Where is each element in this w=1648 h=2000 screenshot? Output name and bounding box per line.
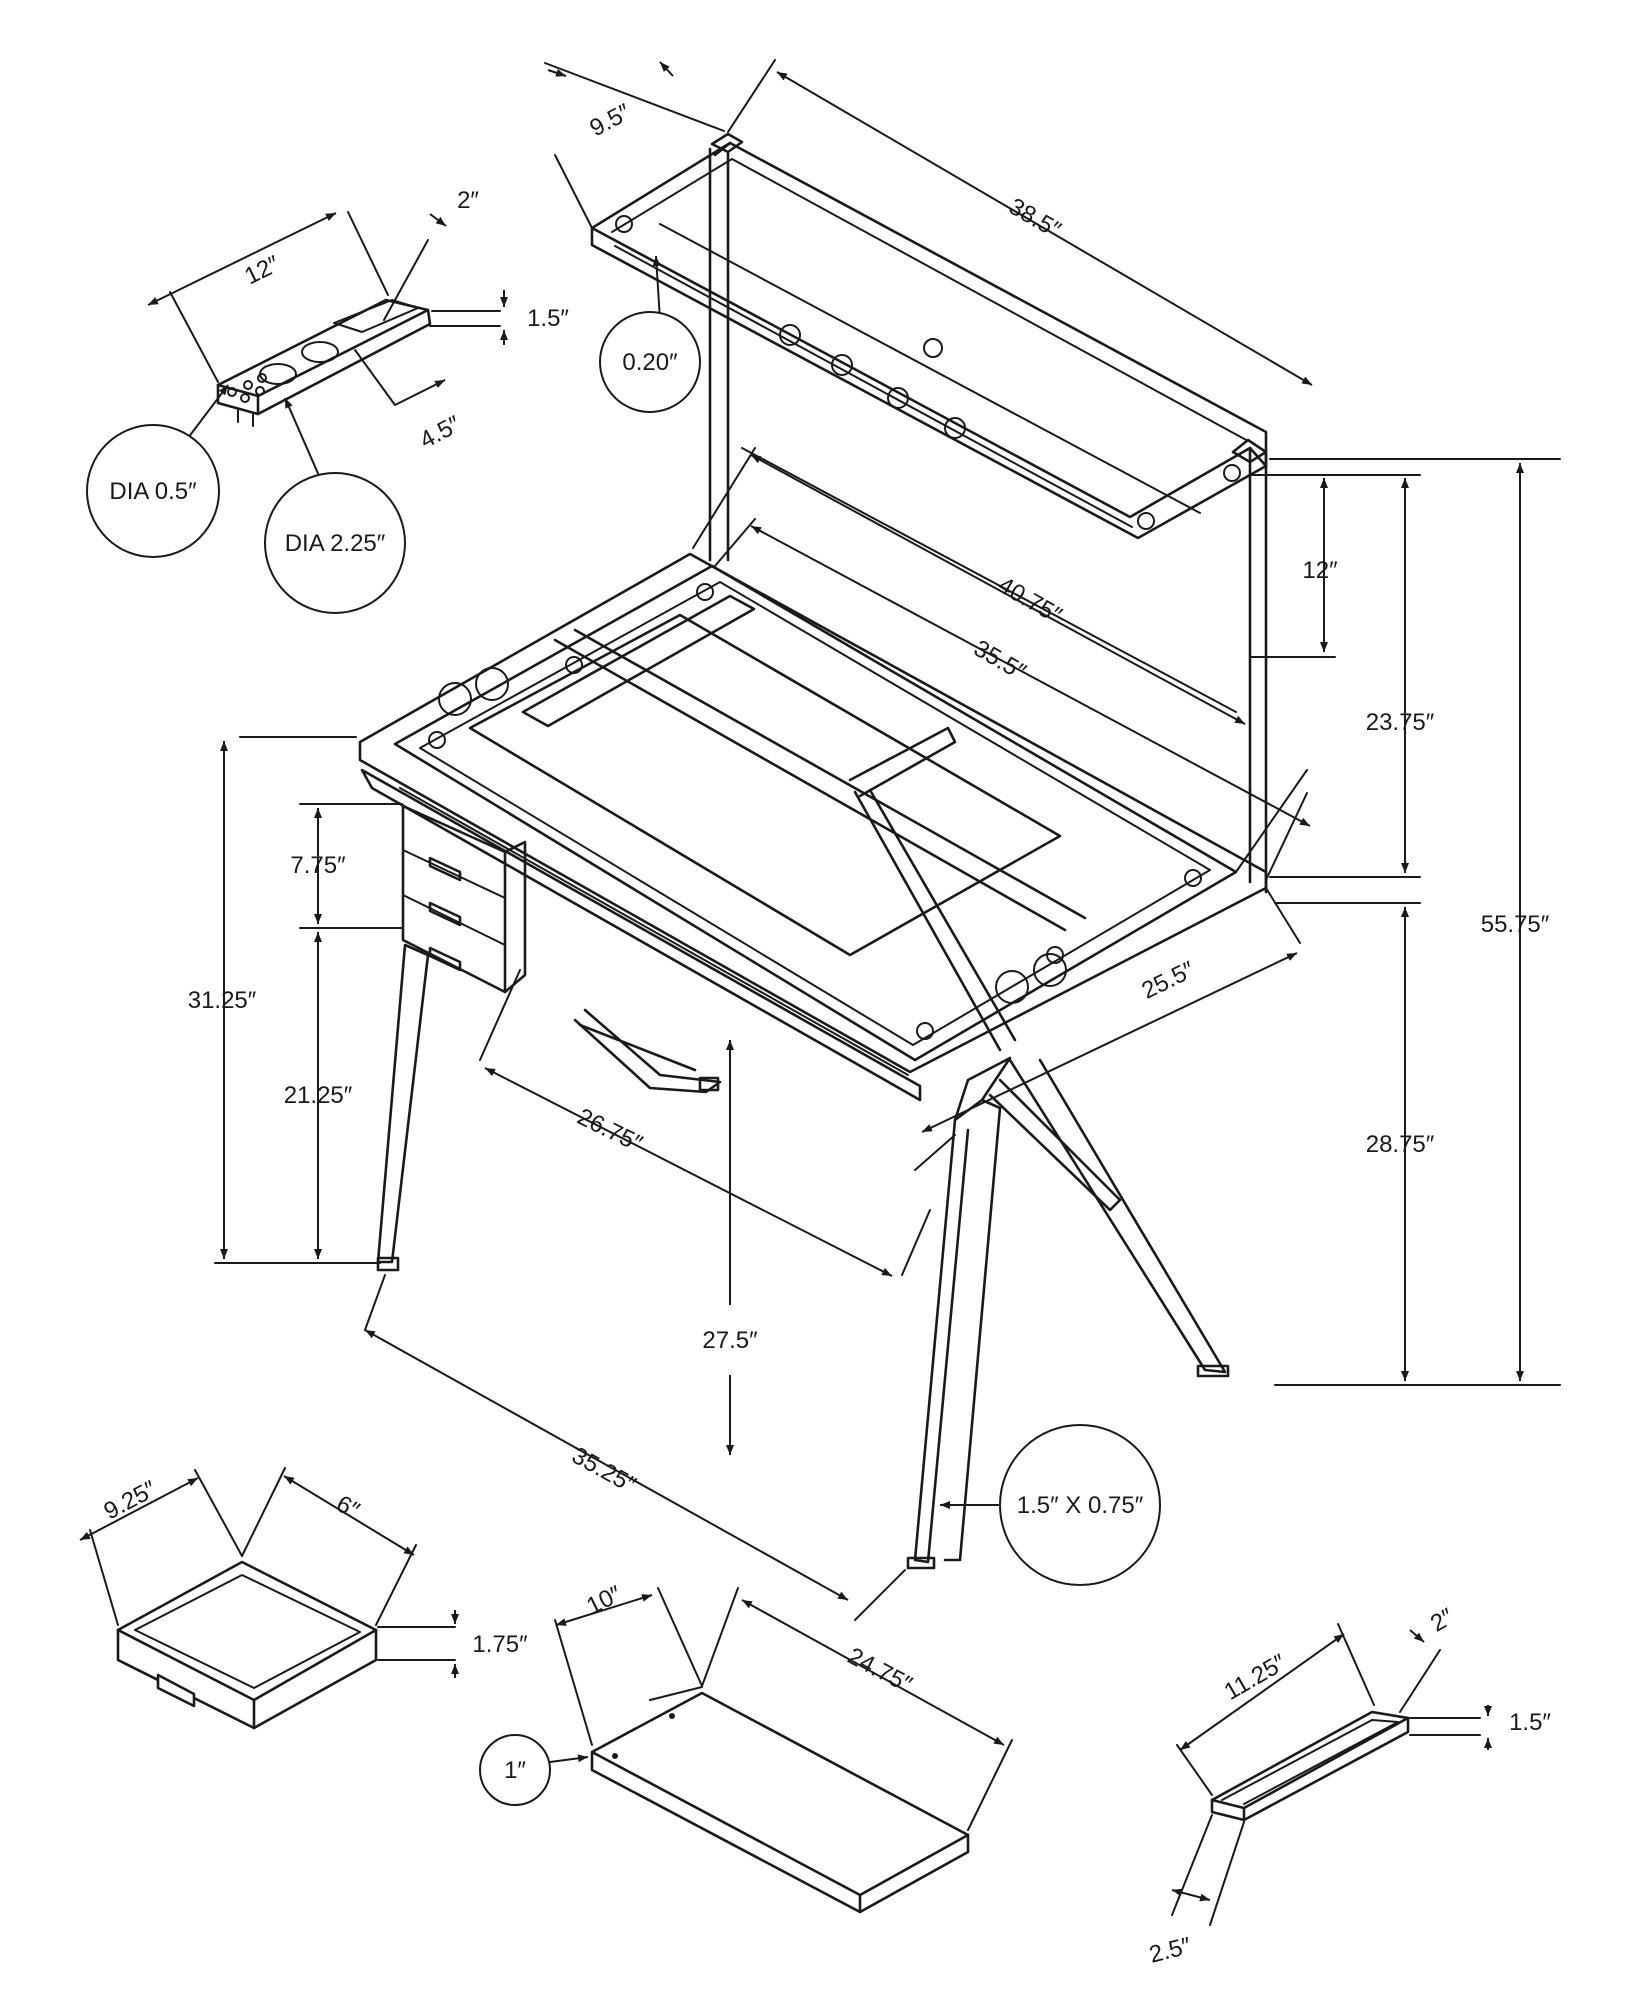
- drawer-stack: [401, 804, 527, 994]
- tray-length-label: 24.75″: [843, 1642, 917, 1698]
- hutch-shelf-gap-label: 12″: [1302, 557, 1338, 584]
- glass-thickness-label: 0.20″: [622, 349, 678, 376]
- tray-thickness-label: 1″: [504, 1757, 526, 1784]
- hutch: [590, 132, 1268, 894]
- top-width-label: 40.75″: [993, 572, 1066, 630]
- drawer-height-label: 1.75″: [472, 1631, 528, 1658]
- keyboard-tray-detail: [549, 1587, 1013, 1914]
- hutch-depth-label: 9.5″: [585, 98, 635, 142]
- small-tray-end-label: 2.5″: [1147, 1932, 1195, 1968]
- small-tray-depth-label: 2″: [1426, 1603, 1459, 1638]
- knee-height-label: 21.25″: [284, 1082, 353, 1109]
- glass-thickness-callout: [599, 311, 701, 413]
- cup-hole-callout: [264, 472, 406, 614]
- overall-height-label: 55.75″: [1481, 911, 1550, 938]
- desk-height-label: 28.75″: [1366, 1131, 1435, 1158]
- desk-organizer: [147, 211, 508, 479]
- extension-lines: [214, 59, 1561, 1621]
- leg-section-callout: [999, 1424, 1161, 1586]
- inner-width-label: 26.75″: [573, 1103, 647, 1158]
- pen-hole-label: DIA 0.5″: [109, 478, 197, 505]
- tray-thickness-callout: [479, 1734, 551, 1806]
- drawer-detail: [79, 1467, 459, 1730]
- cup-hole-label: DIA 2.25″: [285, 530, 386, 557]
- organizer-depth-label: 2″: [457, 187, 479, 214]
- glass-width-label: 35.5″: [969, 635, 1031, 686]
- base-width-label: 35.25″: [567, 1442, 640, 1499]
- small-tray-detail: [1171, 1623, 1492, 1926]
- leg-section-label: 1.5″ X 0.75″: [1017, 1492, 1144, 1519]
- pen-hole-callout: [86, 424, 220, 558]
- side-height-label: 31.25″: [188, 987, 257, 1014]
- drawer-width-label: 9.25″: [100, 1475, 162, 1525]
- callout-circles: [86, 311, 1161, 1806]
- desk-top: [358, 552, 1268, 1102]
- dimension-arrows: [220, 61, 1524, 1601]
- organizer-pen-block-label: 4.5″: [415, 410, 465, 454]
- drawer-depth-label: 6″: [332, 1490, 364, 1524]
- top-depth-label: 25.5″: [1137, 956, 1199, 1005]
- small-tray-height-label: 1.5″: [1509, 1709, 1551, 1736]
- organizer-height-label: 1.5″: [527, 305, 569, 332]
- desk-drawing: [214, 59, 1561, 1621]
- knee-clearance-label: 27.5″: [702, 1327, 758, 1354]
- drawer-block-label: 7.75″: [290, 852, 346, 879]
- hutch-height-label: 23.75″: [1366, 709, 1435, 736]
